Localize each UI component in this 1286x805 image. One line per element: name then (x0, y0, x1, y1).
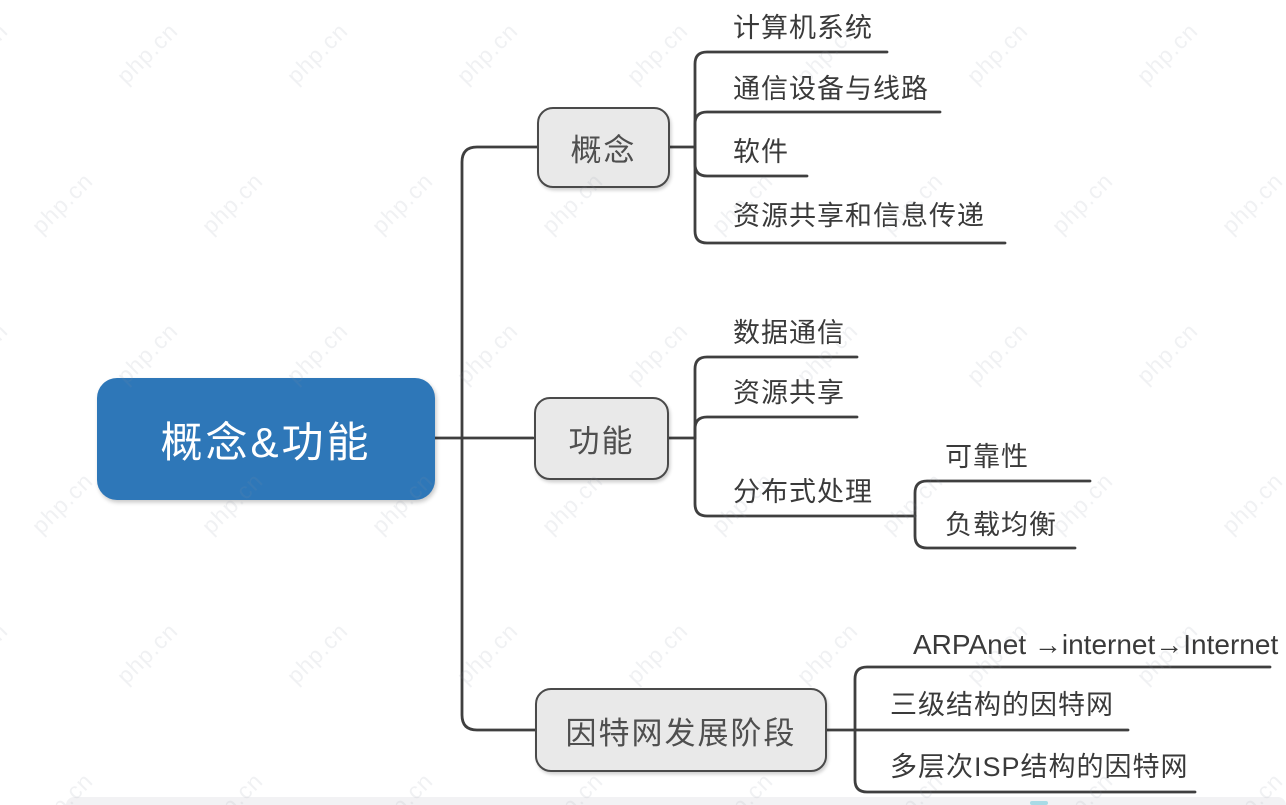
edge-function-child-3 (693, 436, 917, 518)
leaf-communication-equipment: 通信设备与线路 (733, 74, 929, 104)
edge-function-child-1 (693, 355, 859, 440)
branch-node-internet-stages: 因特网发展阶段 (535, 688, 827, 772)
leaf-three-level-internet: 三级结构的因特网 (890, 690, 1114, 720)
leaf-computer-system: 计算机系统 (733, 13, 873, 43)
branch-node-internet-stages-label: 因特网发展阶段 (565, 715, 797, 751)
edge-internet-child-1 (853, 665, 1272, 732)
leaf-data-communication: 数据通信 (733, 318, 845, 348)
edge-distributed-child-2 (913, 514, 1077, 550)
edge-trunk (460, 145, 539, 732)
edge-concept-child-2 (693, 110, 942, 149)
leaf-arpanet-evolution: ARPAnet →internet→Internet (913, 629, 1279, 660)
leaf-multilevel-isp-internet: 多层次ISP结构的因特网 (890, 752, 1189, 782)
edge-concept-child-4 (693, 145, 1007, 245)
branch-node-function-label: 功能 (568, 424, 635, 459)
leaf-software: 软件 (733, 137, 789, 167)
leaf-reliability: 可靠性 (945, 442, 1029, 472)
edge-function-child-2 (693, 415, 859, 440)
leaf-resource-sharing-info: 资源共享和信息传递 (733, 201, 985, 231)
root-node: 概念&功能 (97, 378, 435, 500)
edge-internet-child-3 (853, 728, 1197, 794)
edge-distributed-child-1 (913, 479, 1092, 518)
leaf-resource-sharing: 资源共享 (733, 378, 845, 408)
edge-concept-child-1 (693, 50, 889, 149)
branch-node-concept: 概念 (537, 107, 670, 188)
bottom-strip (66, 797, 1286, 805)
branch-node-concept-label: 概念 (570, 133, 637, 168)
leaf-distributed-processing: 分布式处理 (733, 477, 873, 507)
accent-mark (1030, 801, 1048, 805)
leaf-load-balancing: 负载均衡 (945, 510, 1057, 540)
root-node-label: 概念&功能 (160, 418, 372, 466)
branch-node-function: 功能 (534, 397, 669, 480)
